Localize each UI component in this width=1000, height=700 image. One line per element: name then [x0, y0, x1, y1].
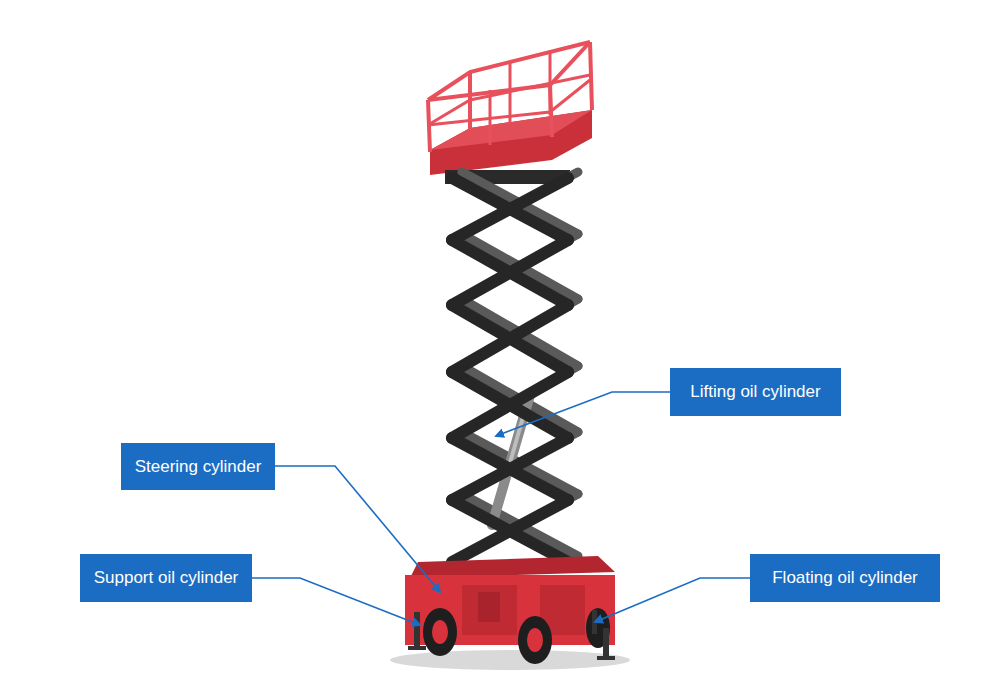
scissor-arm	[452, 305, 568, 372]
work-platform	[428, 42, 592, 184]
leader-line	[252, 578, 420, 625]
callout-label: Floating oil cylinder	[772, 568, 918, 588]
scissor-arm	[452, 240, 568, 305]
wheel	[518, 616, 552, 664]
scissor-front-arms	[452, 178, 568, 562]
callout-label: Support oil cylinder	[94, 568, 239, 588]
callout-label: Steering cylinder	[135, 457, 262, 477]
platform-post	[590, 42, 592, 110]
chassis-panel	[462, 585, 517, 635]
leader-line	[496, 392, 670, 436]
platform-post	[489, 90, 492, 145]
scissor-arm	[452, 438, 568, 500]
outrigger-legs	[408, 610, 615, 660]
chassis-panel	[478, 592, 500, 622]
chassis-top	[410, 556, 615, 578]
callout-box: Steering cylinder	[121, 443, 275, 490]
platform-post	[550, 85, 552, 137]
callout-box: Floating oil cylinder	[750, 554, 940, 602]
leader-lines	[252, 392, 750, 625]
wheel-hub	[527, 628, 543, 652]
platform-post	[468, 72, 472, 130]
outrigger-foot	[408, 646, 426, 650]
platform-post	[428, 100, 430, 152]
callout-box: Support oil cylinder	[80, 554, 252, 602]
outrigger-foot	[597, 656, 615, 660]
chassis	[405, 556, 615, 645]
scissor-arm	[452, 305, 568, 372]
outrigger-leg	[603, 628, 609, 658]
wheels	[423, 608, 610, 664]
scissor-arm	[452, 438, 568, 500]
ground-shadow	[390, 650, 630, 670]
callout-label: Lifting oil cylinder	[690, 382, 820, 402]
callout-box: Lifting oil cylinder	[670, 368, 841, 416]
scissor-arm	[452, 372, 568, 438]
scissor-arm	[452, 372, 568, 438]
platform-post	[509, 62, 512, 122]
leader-line	[595, 578, 750, 622]
wheel	[423, 608, 457, 656]
wheel-hub	[432, 620, 448, 644]
scissor-arm	[452, 500, 568, 562]
scissor-arm	[452, 178, 568, 240]
scissor-arm	[452, 500, 568, 562]
leader-line	[275, 466, 440, 592]
outrigger-leg	[414, 612, 420, 648]
scissor-arm	[452, 178, 568, 240]
scissor-arm	[452, 240, 568, 305]
